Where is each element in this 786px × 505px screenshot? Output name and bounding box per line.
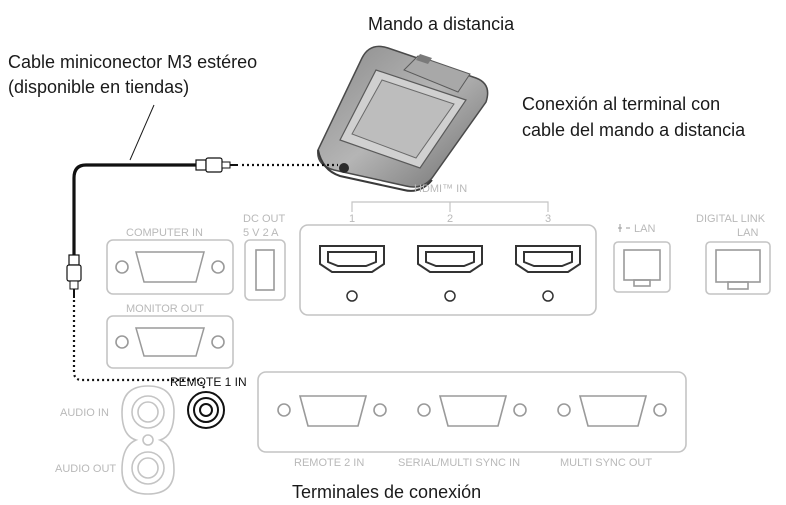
remote2-in-label: REMOTE 2 IN	[294, 457, 364, 469]
hdmi-number-3: 3	[545, 213, 551, 225]
audio-out-label: AUDIO OUT	[55, 463, 116, 475]
digital-link-lan-port[interactable]	[705, 241, 771, 295]
lan-label: LAN	[634, 223, 655, 235]
mini-jack-cable	[66, 104, 338, 389]
remote1-in-label: REMOTE 1 IN	[170, 375, 247, 389]
serial-panel	[257, 371, 687, 453]
hdmi-panel	[299, 224, 597, 316]
cable-label-line2: (disponible en tiendas)	[8, 77, 189, 97]
remote2-in-port[interactable]	[277, 395, 387, 427]
computer-in-label: COMPUTER IN	[126, 227, 203, 239]
terminal-panel	[106, 201, 771, 369]
multi-sync-out-port[interactable]	[557, 395, 667, 427]
audio-ports[interactable]	[121, 385, 175, 495]
hdmi-in-label: HDMI™ IN	[414, 183, 467, 195]
connection-label-line1: Conexión al terminal con	[522, 94, 720, 114]
dc-out-label-line2: 5 V 2 A	[243, 227, 279, 239]
connection-label-line2: cable del mando a distancia	[522, 120, 746, 140]
remote-control-label: Mando a distancia	[368, 14, 515, 34]
computer-in-port[interactable]	[106, 239, 234, 295]
dc-out-label-line1: DC OUT	[243, 213, 285, 225]
remote-control-illustration	[317, 45, 489, 192]
hdmi-3-port[interactable]	[515, 245, 581, 302]
serial-multi-sync-in-port[interactable]	[417, 395, 527, 427]
dc-out-port[interactable]	[244, 239, 286, 301]
cable-label-line1: Cable miniconector M3 estéreo	[8, 52, 257, 72]
digital-link-label-line2: LAN	[737, 227, 758, 239]
hdmi-number-1: 1	[349, 213, 355, 225]
digital-link-label-line1: DIGITAL LINK	[696, 213, 766, 225]
remote1-in-jack[interactable]	[187, 391, 225, 429]
monitor-out-port[interactable]	[106, 315, 234, 369]
audio-in-label: AUDIO IN	[60, 407, 109, 419]
monitor-out-label: MONITOR OUT	[126, 303, 204, 315]
hdmi-2-port[interactable]	[417, 245, 483, 302]
multi-sync-out-label: MULTI SYNC OUT	[560, 457, 652, 469]
hdmi-number-2: 2	[447, 213, 453, 225]
hdmi-1-port[interactable]	[319, 245, 385, 302]
serial-multi-sync-in-label: SERIAL/MULTI SYNC IN	[398, 457, 520, 469]
terminals-title: Terminales de conexión	[292, 482, 481, 502]
